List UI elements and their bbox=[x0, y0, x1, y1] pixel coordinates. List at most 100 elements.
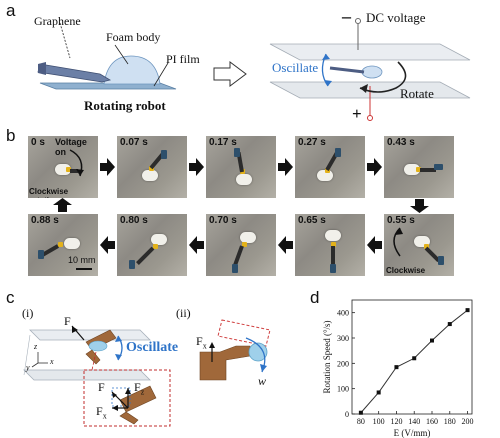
frame-time: 0 s bbox=[31, 137, 45, 148]
scale-bar-label: 10 mm bbox=[68, 255, 96, 265]
video-frame: 0.27 s bbox=[295, 136, 365, 198]
force-f-text: F bbox=[64, 314, 71, 328]
force-f-label: F bbox=[64, 314, 71, 329]
robot-pad bbox=[161, 150, 167, 159]
robot-foam bbox=[414, 236, 430, 247]
frame-time: 0.55 s bbox=[387, 215, 415, 226]
frame-time: 0.27 s bbox=[298, 137, 326, 148]
inset-fx-label: Fx bbox=[96, 404, 107, 420]
voltage-on-label: Voltage on bbox=[55, 137, 87, 157]
panel-c-letter: c bbox=[6, 288, 15, 307]
y-axis-label: Rotation Speed (°/s) bbox=[322, 320, 332, 393]
robot-joint bbox=[58, 242, 63, 247]
data-point bbox=[376, 390, 381, 395]
inset-fx-text: F bbox=[96, 404, 103, 418]
axis-x-label: x bbox=[50, 357, 54, 366]
video-frame: 0.17 s bbox=[206, 136, 276, 198]
x-tick-label: 100 bbox=[373, 417, 385, 426]
frame-time: 0.17 s bbox=[209, 137, 237, 148]
x-tick-label: 200 bbox=[462, 417, 474, 426]
inset-f-text: F bbox=[98, 380, 105, 394]
y-tick-label: 300 bbox=[337, 334, 349, 343]
robot-leg bbox=[420, 168, 436, 172]
frame-time: 0.88 s bbox=[31, 215, 59, 226]
oscillate-label-c: Oscillate bbox=[126, 340, 179, 355]
robot-pad bbox=[335, 148, 341, 157]
data-point bbox=[447, 322, 452, 327]
frame-time: 0.07 s bbox=[120, 137, 148, 148]
data-point bbox=[430, 338, 434, 343]
inset-fz-sub: z bbox=[140, 387, 145, 397]
graphene-label: Graphene bbox=[34, 14, 81, 28]
robot-pad bbox=[129, 260, 135, 269]
foam-body-label: Foam body bbox=[106, 30, 161, 44]
robot-joint bbox=[424, 244, 429, 249]
robot-joint bbox=[416, 167, 421, 172]
ii-fx-label: Fx bbox=[196, 334, 207, 350]
robot-foam bbox=[236, 174, 252, 185]
pi-film-label: PI film bbox=[166, 52, 200, 66]
ii-fx-sub: x bbox=[202, 341, 207, 351]
robot-foam bbox=[317, 170, 333, 181]
frame-time: 0.65 s bbox=[298, 215, 326, 226]
video-frame: 0.80 s bbox=[117, 214, 187, 276]
sub-i-label: (i) bbox=[22, 306, 34, 320]
inset-fz-label: Fz bbox=[134, 380, 144, 396]
robot-pad bbox=[234, 148, 240, 157]
panel-d-letter: d bbox=[310, 288, 320, 307]
y-tick-label: 200 bbox=[337, 359, 349, 368]
robot-joint bbox=[66, 167, 71, 172]
data-point bbox=[412, 356, 417, 361]
axis-z-label: z bbox=[34, 342, 38, 351]
data-point bbox=[358, 410, 363, 415]
rotating-robot-caption: Rotating robot bbox=[84, 98, 166, 113]
data-point bbox=[465, 308, 470, 313]
robot-pad bbox=[38, 250, 44, 259]
clockwise-label-5: Clockwise rotation bbox=[386, 266, 426, 276]
plus-sign: + bbox=[352, 104, 362, 123]
ii-fx-text: F bbox=[196, 334, 203, 348]
robot-pad bbox=[330, 264, 336, 273]
robot-pad bbox=[434, 164, 443, 170]
video-frame: 0.43 s bbox=[384, 136, 454, 198]
panel-b-letter: b bbox=[6, 126, 16, 145]
y-tick-label: 400 bbox=[337, 309, 349, 318]
dc-voltage-label: DC voltage bbox=[366, 10, 426, 25]
x-tick-label: 160 bbox=[426, 417, 438, 426]
x-tick-label: 180 bbox=[444, 417, 456, 426]
plot-frame bbox=[351, 299, 473, 415]
x-tick-label: 140 bbox=[408, 417, 420, 426]
robot-foam bbox=[151, 234, 167, 245]
robot-pad bbox=[232, 264, 238, 273]
oscillate-label-a: Oscillate bbox=[272, 60, 319, 75]
frame-time: 0.70 s bbox=[209, 215, 237, 226]
x-tick-label: 80 bbox=[357, 417, 365, 426]
robot-joint bbox=[242, 242, 247, 247]
minus-sign: – bbox=[342, 6, 351, 26]
video-frame: 0 s Voltage on Clockwise rotation bbox=[28, 136, 98, 198]
robot-foam bbox=[55, 164, 71, 175]
video-frame: 0.55 s Clockwise rotation bbox=[384, 214, 454, 276]
inset-fz-text: F bbox=[134, 380, 141, 394]
omega-w-label: w bbox=[258, 374, 267, 388]
data-point bbox=[394, 365, 399, 370]
video-frame: 0.65 s bbox=[295, 214, 365, 276]
video-frame: 0.70 s bbox=[206, 214, 276, 276]
robot-foam bbox=[325, 230, 341, 241]
x-axis-label: E (V/mm) bbox=[394, 428, 431, 438]
frame-time: 0.80 s bbox=[120, 215, 148, 226]
axis-y-label: y bbox=[26, 363, 30, 372]
frame-time: 0.43 s bbox=[387, 137, 415, 148]
x-tick-label: 120 bbox=[390, 417, 402, 426]
robot-foam bbox=[240, 232, 256, 243]
video-frame: 0.88 s bbox=[28, 214, 98, 276]
inset-f-label: F bbox=[98, 380, 105, 395]
inset-fx-sub: x bbox=[102, 411, 107, 421]
robot-foam bbox=[404, 164, 420, 175]
robot-pad bbox=[438, 256, 444, 265]
robot-joint bbox=[331, 242, 336, 247]
